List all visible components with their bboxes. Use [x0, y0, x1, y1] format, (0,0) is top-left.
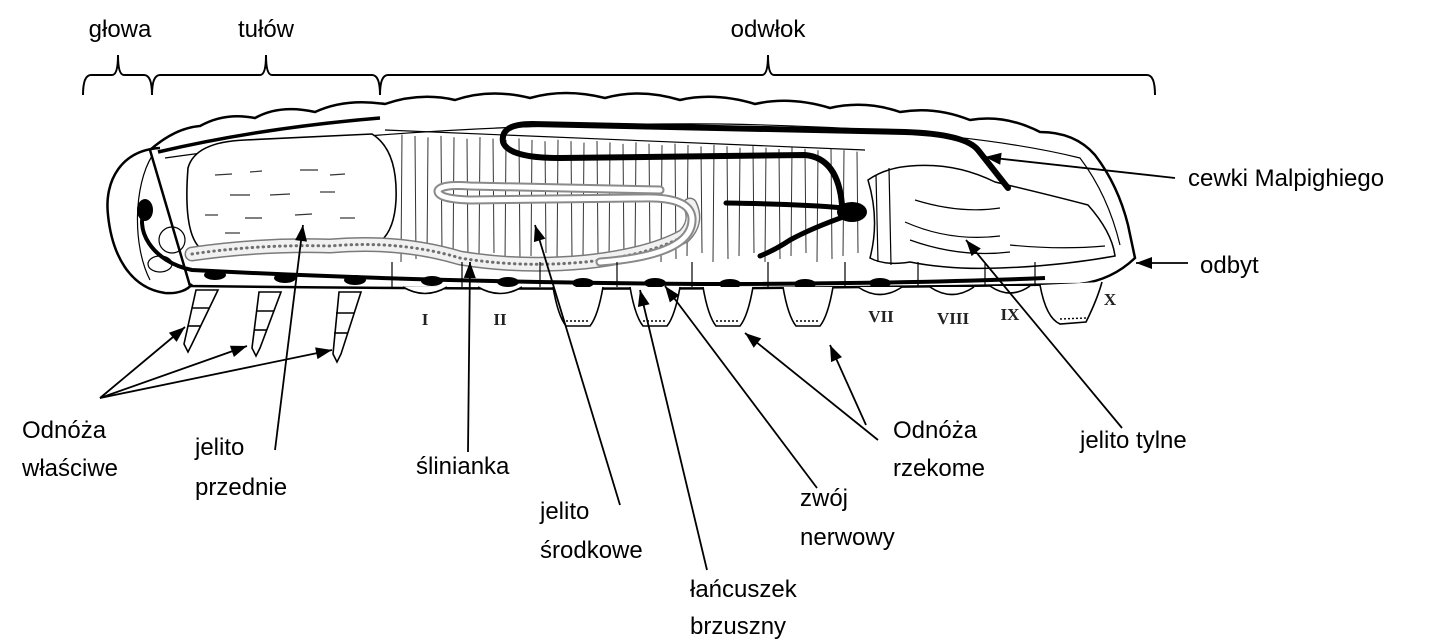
ganglion [204, 270, 226, 280]
arrow-proleg-1 [745, 333, 878, 440]
ganglion-label-line1: zwój [800, 485, 848, 512]
ganglion [869, 278, 891, 288]
thoracic-leg [184, 290, 218, 352]
segment-numeral: I [422, 310, 429, 329]
ganglion [274, 273, 296, 283]
mandible [148, 256, 172, 272]
ventral-bump [478, 287, 522, 294]
anus-label: odbyt [1200, 252, 1259, 279]
ventral-bump [403, 287, 447, 294]
arrow-salivary-gland [468, 262, 470, 452]
proleg [783, 287, 833, 326]
arrowhead [169, 327, 185, 342]
anal-proleg [1040, 282, 1102, 324]
ganglion-label-line2: nerwowy [800, 524, 895, 551]
head-brace [83, 55, 152, 95]
arrow-true-leg-1 [100, 327, 185, 398]
foregut-label-line2: przednie [195, 474, 287, 501]
midgut-label-line2: środkowe [540, 537, 643, 564]
thoracic-leg [333, 292, 361, 362]
arrowhead [830, 345, 842, 362]
thoracic-leg [252, 292, 281, 356]
arrow-ventral-nerve-cord [640, 290, 707, 570]
ganglion [572, 278, 594, 288]
malpighian-tubules-label: cewki Malpighiego [1188, 165, 1384, 192]
arrowhead [315, 347, 332, 359]
ganglion [344, 275, 366, 285]
midgut-label-line1: jelito [539, 498, 589, 525]
brain-ganglion [137, 199, 153, 221]
ganglion [497, 277, 519, 287]
segment-numeral: II [493, 310, 507, 329]
segment-numeral: IX [1001, 305, 1021, 324]
ventral-nerve-cord-label-line1: łańcuszek [690, 576, 798, 603]
segment-numeral: X [1104, 290, 1117, 309]
arrowhead [1136, 257, 1152, 269]
abdomen-label: odwłok [731, 16, 807, 43]
proleg [703, 287, 753, 326]
arrowhead [230, 346, 247, 357]
ventral-bump [930, 287, 974, 295]
segment-numeral: VIII [937, 309, 970, 328]
abdomen-brace [380, 55, 1155, 95]
prolegs [403, 282, 1102, 326]
region-braces [83, 55, 1155, 95]
prolegs-label-line2: rzekome [893, 455, 985, 482]
foregut-label-line1: jelito [194, 434, 244, 461]
thorax-brace [152, 55, 380, 95]
head-label: głowa [89, 16, 152, 43]
hindgut-label: jelito tylne [1079, 427, 1187, 454]
segment-numeral: VII [868, 307, 894, 326]
ganglion [421, 276, 443, 286]
ventral-nerve-cord-label-line2: brzuszny [690, 613, 786, 640]
prolegs-label-line1: Odnóża [893, 417, 978, 444]
foregut-outline [187, 134, 396, 248]
true-legs-label-line2: właściwe [21, 455, 118, 482]
salivary-gland-label: ślinianka [416, 453, 510, 480]
arrowhead [745, 333, 761, 348]
malpighian-junction [837, 202, 867, 222]
true-legs [184, 290, 361, 362]
true-legs-label-line1: Odnóża [22, 417, 107, 444]
foregut [187, 134, 396, 248]
ventral-bump [858, 287, 902, 295]
thorax-label: tułów [238, 16, 295, 43]
ganglion [644, 278, 666, 288]
